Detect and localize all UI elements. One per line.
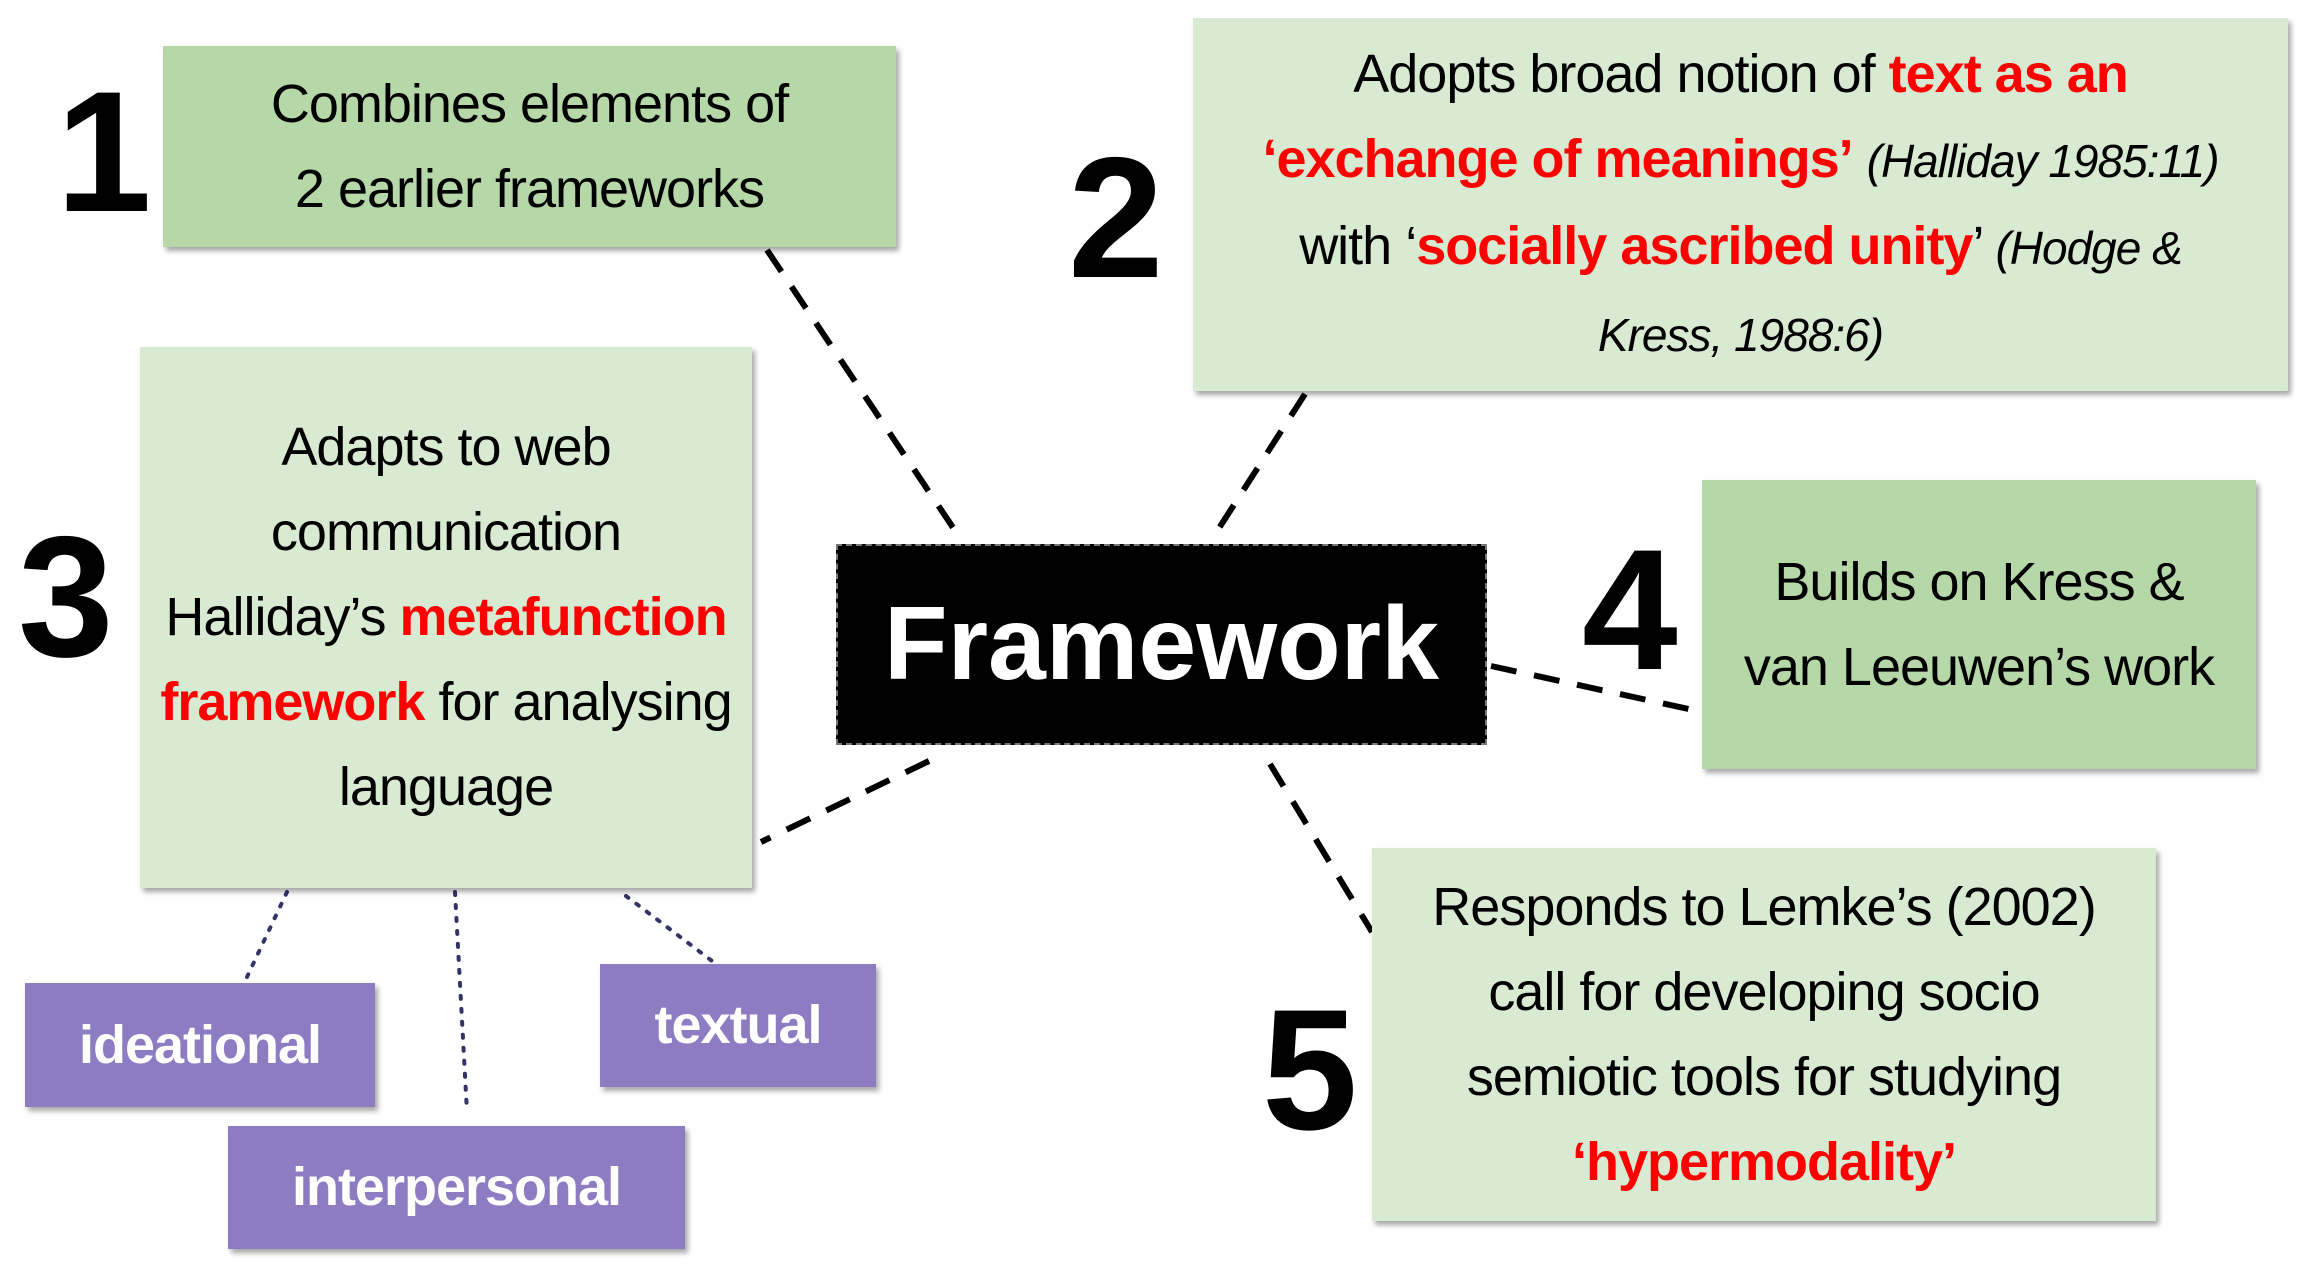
point-4-box: Builds on Kress & van Leeuwen’s work bbox=[1702, 480, 2256, 769]
point-1-box: Combines elements of 2 earlier frameworks bbox=[163, 46, 896, 247]
point-2-citation-2: (Hodge & Kress, 1988:6) bbox=[1597, 221, 2183, 361]
point-4-text: Builds on Kress & van Leeuwen’s work bbox=[1743, 551, 2215, 697]
point-1-line-1: Combines elements of bbox=[270, 73, 789, 134]
point-1-line-2: 2 earlier frameworks bbox=[294, 158, 765, 219]
number-2: 2 bbox=[1068, 122, 1164, 314]
point-2-highlight-2: ‘exchange of meanings’ bbox=[1262, 128, 1853, 189]
dotted-connector-ideational bbox=[245, 890, 289, 979]
point-5-highlight: ‘hypermodality’ bbox=[1571, 1131, 1957, 1192]
connector-1 bbox=[764, 248, 965, 543]
point-2-text-3: ’ bbox=[1972, 215, 1996, 276]
point-3-text-2: for analysing language bbox=[338, 672, 733, 817]
connector-2 bbox=[1211, 392, 1308, 538]
point-3-text: Adapts to web communication Halliday’s bbox=[165, 417, 622, 647]
point-2-highlight-1: text as an bbox=[1888, 43, 2129, 104]
number-4: 4 bbox=[1582, 514, 1678, 706]
metafunction-ideational: ideational bbox=[25, 983, 375, 1107]
framework-center-node: Framework bbox=[836, 544, 1487, 745]
metafunction-interpersonal: interpersonal bbox=[228, 1126, 685, 1249]
connector-3 bbox=[759, 758, 931, 845]
point-3-box: Adapts to web communication Halliday’s m… bbox=[140, 347, 752, 888]
point-2-citation-1: (Halliday 1985:11) bbox=[1866, 134, 2220, 187]
point-5-box: Responds to Lemke’s (2002) call for deve… bbox=[1372, 848, 2156, 1221]
number-5: 5 bbox=[1262, 974, 1358, 1166]
point-5-text: Responds to Lemke’s (2002) call for deve… bbox=[1432, 876, 2096, 1107]
point-3-highlight: metafunction framework bbox=[160, 587, 727, 732]
point-2-box: Adopts broad notion of text as an ‘excha… bbox=[1193, 18, 2288, 391]
number-1: 1 bbox=[56, 56, 152, 248]
connector-5 bbox=[1267, 762, 1375, 934]
connector-4 bbox=[1490, 663, 1694, 713]
point-2-text-2: with ‘ bbox=[1299, 215, 1417, 276]
dotted-connector-textual bbox=[624, 894, 718, 966]
metafunction-textual: textual bbox=[600, 964, 876, 1087]
point-2-text: Adopts broad notion of bbox=[1353, 43, 1889, 104]
point-2-highlight-3: socially ascribed unity bbox=[1416, 215, 1973, 276]
dotted-connector-interpersonal bbox=[453, 890, 469, 1114]
number-3: 3 bbox=[18, 501, 114, 693]
